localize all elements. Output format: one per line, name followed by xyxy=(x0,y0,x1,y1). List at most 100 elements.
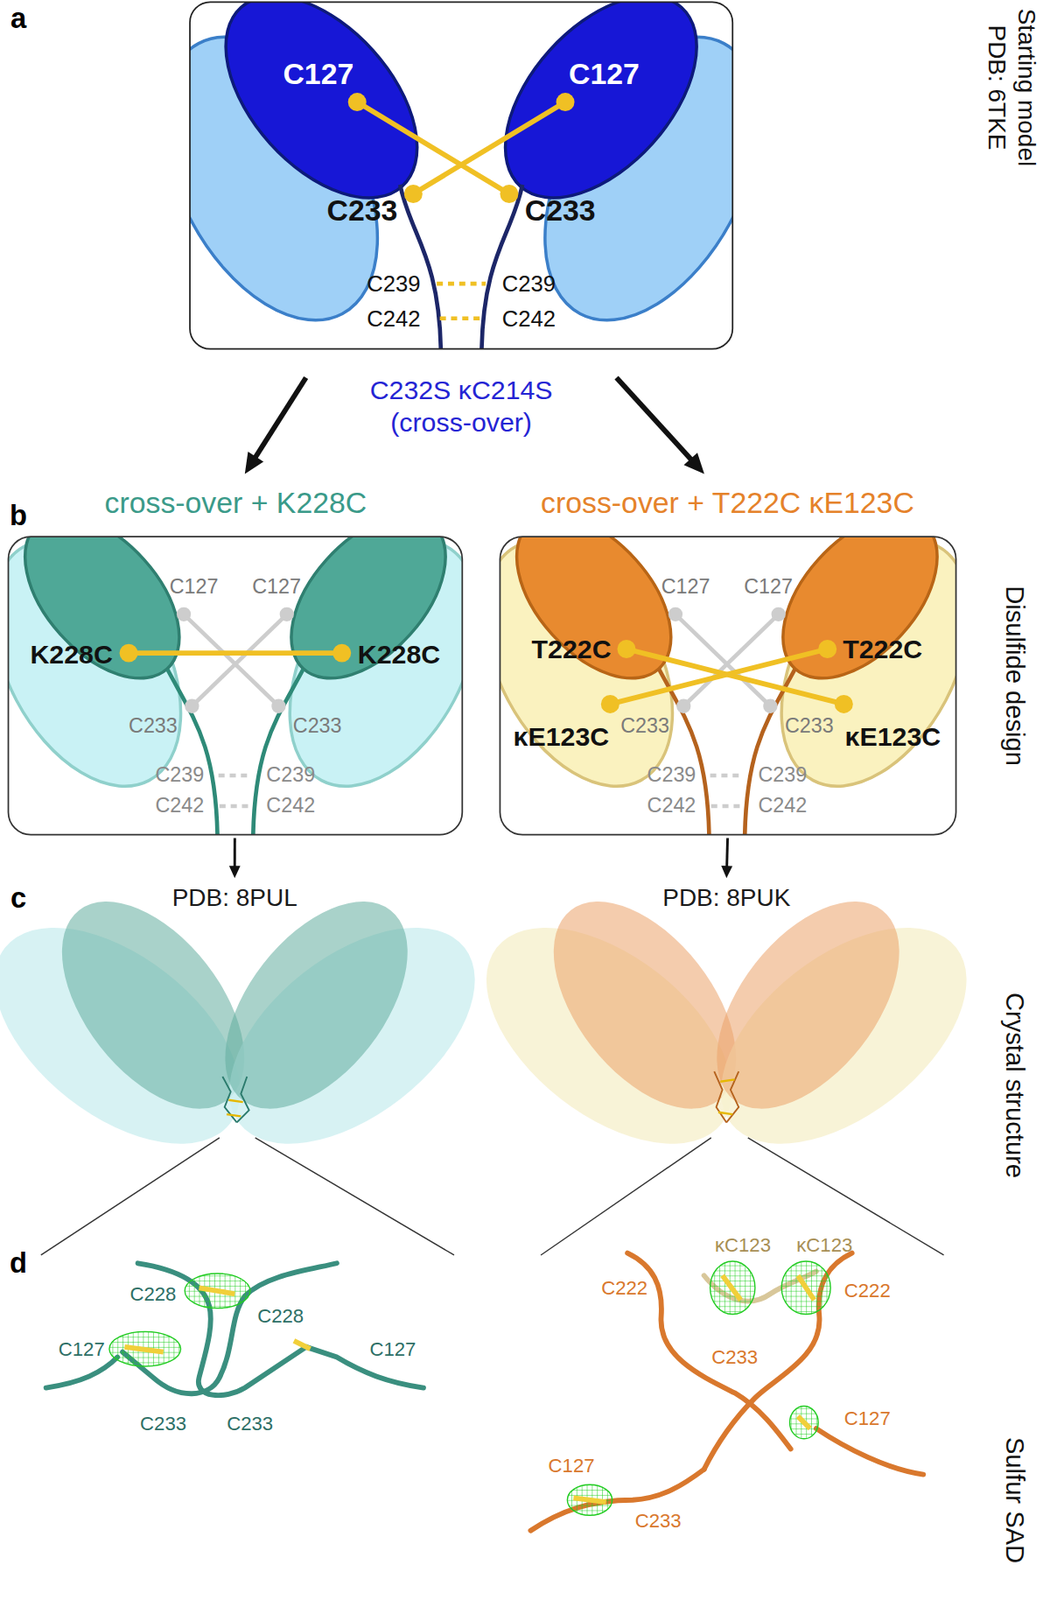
faded-bond-part xyxy=(191,614,287,707)
residue-label: κC123 xyxy=(714,1232,771,1257)
residue-label: C222 xyxy=(601,1275,648,1300)
panel-frame xyxy=(189,1,733,349)
residue-label: C242 xyxy=(757,793,807,819)
residue-label: C228 xyxy=(257,1304,304,1329)
residue-label: κC123 xyxy=(796,1232,853,1257)
residue-label: C233 xyxy=(293,714,343,739)
side-label: Sulfur SAD xyxy=(1000,1436,1031,1563)
residue-label: C127 xyxy=(252,574,301,600)
density-mesh-part xyxy=(798,1274,815,1300)
hinge-sticks xyxy=(714,1071,739,1122)
density-mesh-part xyxy=(199,1287,236,1294)
arrow-connector xyxy=(721,837,733,878)
disulfide-bond-part xyxy=(348,92,367,112)
side-label: Starting model xyxy=(1011,8,1042,167)
residue-label: C239 xyxy=(647,763,697,788)
arrow-connector xyxy=(245,377,307,474)
faded-bond-part xyxy=(710,773,744,778)
density-mesh-part xyxy=(567,1484,612,1515)
cartoon-model-part xyxy=(816,1428,924,1474)
density-mesh-part xyxy=(790,1405,819,1438)
faded-bond-part xyxy=(683,614,778,707)
arrow-connector xyxy=(229,837,241,878)
panel-letter: c xyxy=(10,881,27,916)
residue-label: C239 xyxy=(366,270,420,298)
residue-label: C222 xyxy=(844,1279,891,1303)
residue-label: C239 xyxy=(155,763,205,788)
cartoon-model-part xyxy=(46,1357,119,1388)
faded-bond-part xyxy=(218,773,252,778)
residue-label: C242 xyxy=(502,304,556,332)
connector-line xyxy=(725,837,729,868)
panel-frame xyxy=(8,536,463,834)
residue-label: C239 xyxy=(266,763,315,788)
mutation-label: C232S κC214S (cross-over) xyxy=(349,374,574,439)
disulfide-bond-part xyxy=(609,648,827,704)
side-label: Crystal structure xyxy=(1000,992,1031,1178)
connector-line xyxy=(253,377,307,460)
density-mesh-part xyxy=(710,1260,756,1315)
faded-bond-part xyxy=(771,607,786,622)
fab-surface xyxy=(680,868,1006,1187)
panel-heading: cross-over + T222C κE123C xyxy=(540,483,915,520)
disulfide-bond xyxy=(601,639,854,714)
density-mesh-part xyxy=(109,1330,182,1366)
arrow-connector xyxy=(616,377,705,474)
faded-bond-part xyxy=(711,804,743,809)
panel-letter: a xyxy=(10,0,27,35)
density-mesh-part xyxy=(124,1346,163,1352)
connector-line xyxy=(616,377,694,462)
arrow-head xyxy=(721,865,733,878)
residue-label: C242 xyxy=(647,793,697,819)
residue-label: K228C xyxy=(29,637,112,670)
residue-label: C233 xyxy=(784,714,834,739)
disulfide-bond-part xyxy=(626,648,844,704)
density-mesh-part xyxy=(294,1340,311,1349)
panel-box: cross-over + K228CC127C127K228CK228CC233… xyxy=(7,475,463,834)
antibody-arm xyxy=(189,1,454,349)
zoom-line-part xyxy=(41,1137,220,1255)
disulfide-bond-part xyxy=(440,315,483,321)
cartoon-model xyxy=(530,1253,924,1531)
hinge-sticks xyxy=(222,1076,249,1122)
fab-surface xyxy=(189,868,514,1187)
antibody-arm xyxy=(8,536,220,834)
residue-label: C127 xyxy=(169,574,219,600)
density-mesh-part xyxy=(798,1415,811,1428)
faded-bond-part xyxy=(280,607,294,622)
residue-label: C127 xyxy=(743,574,793,600)
faded-bond-part xyxy=(219,804,252,809)
panel-heading: cross-over + K228C xyxy=(105,483,368,520)
disulfide-bond-part xyxy=(332,644,351,663)
faded-bond-part xyxy=(675,614,770,707)
residue-label: C127 xyxy=(661,574,711,600)
disulfide-bond-part xyxy=(556,92,575,112)
disulfide-bond-part xyxy=(413,102,566,195)
faded-bond-part xyxy=(271,699,286,714)
disulfide-bond-part xyxy=(617,639,637,658)
residue-label: C233 xyxy=(226,1412,273,1436)
antibody-arm-part xyxy=(499,536,700,707)
disulfide-bond-part xyxy=(601,694,620,714)
faded-bond-part xyxy=(183,614,279,707)
residue-label: C127 xyxy=(58,1337,105,1361)
arrow-head xyxy=(683,452,704,474)
hinge-sticks-part xyxy=(714,1071,727,1122)
density-mesh-part xyxy=(184,1273,251,1309)
residue-label: C233 xyxy=(525,192,596,229)
faded-bond-part xyxy=(176,607,191,622)
pdb-id: PDB: 8PUL xyxy=(172,882,298,913)
faded-bond-part xyxy=(668,607,683,622)
residue-label: κE123C xyxy=(513,721,610,753)
disulfide-bond-part xyxy=(499,184,518,203)
disulfide-bond-part xyxy=(404,184,423,203)
density-mesh xyxy=(567,1260,831,1515)
residue-label: C239 xyxy=(757,763,807,788)
residue-label: T222C xyxy=(842,632,923,665)
domain-drawing xyxy=(8,536,463,834)
density-mesh-part xyxy=(573,1497,606,1502)
surface-model xyxy=(448,868,1006,1187)
density-mesh-part xyxy=(781,1260,831,1315)
